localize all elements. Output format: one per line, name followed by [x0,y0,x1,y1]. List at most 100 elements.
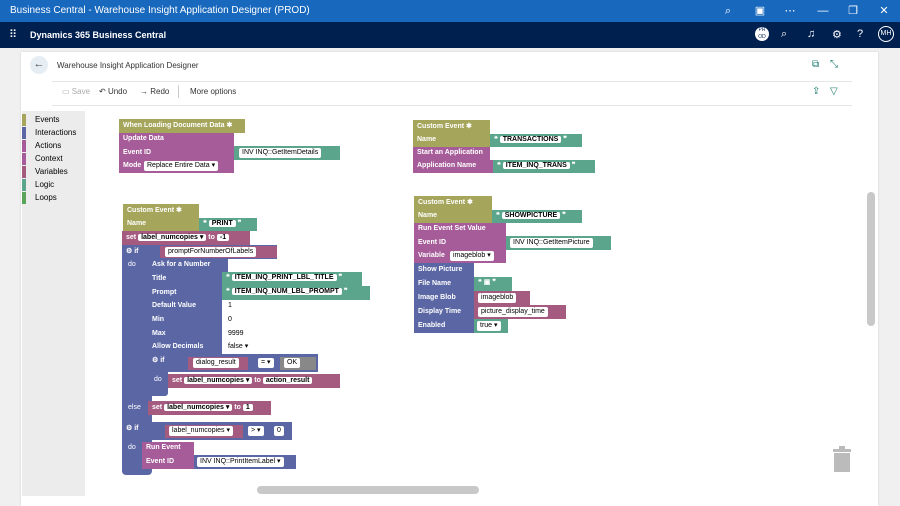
more-options-button[interactable]: More options [190,87,237,96]
set-block[interactable]: set label_numcopies ▾ to -1 [122,231,250,245]
string-block: ❝ ITEM_INQ_PRINT_LBL_TITLE ❞ [222,272,362,286]
block-hat[interactable]: Custom Event ✱ [414,196,492,210]
allow-decimals-dropdown[interactable]: false ▾ [225,342,252,352]
name-field[interactable]: SHOWPICTURE [501,212,561,219]
block-show-picture[interactable]: Show Picture [414,263,474,277]
gear-icon[interactable]: ⚙ [126,425,133,432]
max-field[interactable]: 9999 [225,329,247,339]
set-block[interactable]: set label_numcopies ▾ to 1 [148,401,271,415]
event-id-field[interactable]: INV INQ::GetItemPicture [510,238,593,248]
mode-dropdown[interactable]: Replace Entire Data ▾ [144,161,219,171]
var-dropdown[interactable]: label_numcopies ▾ [169,426,234,436]
display-time-field[interactable]: picture_display_time [478,307,548,317]
block-run-event[interactable]: Run Event [142,442,194,455]
operator-dropdown[interactable]: > ▾ [248,426,264,436]
action-result-field[interactable]: action_result [262,377,313,384]
image-blob-field[interactable]: imageblob [478,293,517,303]
more-icon[interactable]: ⋯ [784,5,796,17]
block-hat[interactable]: Custom Event ✱ [413,120,490,134]
name-field[interactable]: TRANSACTIONS [499,136,562,143]
event-id-dropdown[interactable]: INV INQ::PrintItemLabel ▾ [197,457,284,467]
do-label: do [150,374,168,386]
block-update-data[interactable]: Update Data [119,133,234,146]
set-keyword: set [152,404,163,411]
variable-value: imageblob [453,252,486,259]
avatar[interactable]: MH [878,26,894,42]
undo-button[interactable]: ↶ Undo [99,87,128,96]
to-keyword: to [254,377,261,384]
save-button[interactable]: ▭ Save [62,87,91,96]
app-name-field[interactable]: ITEM_INQ_TRANS [502,162,570,169]
var-dropdown[interactable]: label_numcopies ▾ [164,404,233,411]
horizontal-scrollbar[interactable] [257,486,479,494]
settings-icon[interactable]: ⚙ [832,29,842,41]
var-dropdown[interactable]: label_numcopies ▾ [138,234,207,241]
search-icon[interactable]: ⌕ [781,28,788,40]
prompt-field[interactable]: ITEM_INQ_NUM_LBL_PROMPT [231,288,342,295]
min-field[interactable]: 0 [225,315,235,325]
operator-dropdown[interactable]: = ▾ [258,358,274,368]
if-keyword: if [160,357,165,364]
block-label: Name [413,134,490,147]
redo-button[interactable]: → Redo [140,87,170,96]
default-field[interactable]: 1 [225,301,235,311]
block-hat[interactable]: When Loading Document Data ✱ [119,119,245,133]
set-keyword: set [126,234,137,241]
trash-icon[interactable] [832,446,852,472]
divider [52,81,852,82]
waffle-icon[interactable]: ⠿ [9,29,18,41]
var-value: label_numcopies [172,427,225,434]
event-id-field[interactable]: INV INQ::GetItemDetails [239,148,322,158]
enabled-dropdown[interactable]: true ▾ [477,321,501,331]
category-interactions[interactable]: Interactions [22,127,76,139]
maximize-icon[interactable]: ❐ [848,5,858,17]
dialog-result-field[interactable]: dialog_result [193,358,239,368]
category-actions[interactable]: Actions [22,140,61,152]
number-field[interactable]: -1 [216,234,230,241]
vertical-scrollbar[interactable] [867,192,875,326]
category-variables[interactable]: Variables [22,166,68,178]
title-field[interactable]: ITEM_INQ_PRINT_LBL_TITLE [231,274,337,281]
share-icon[interactable]: ⇪ [812,86,821,97]
open-new-window-icon[interactable]: ⧉ [812,59,820,70]
category-context[interactable]: Context [22,153,63,165]
ok-field[interactable]: OK [284,358,301,368]
block-start-app[interactable]: Start an Application [413,147,490,160]
gear-icon[interactable]: ⚙ [126,248,133,255]
name-field[interactable]: PRINT [208,220,236,227]
to-keyword: to [208,234,215,241]
var-value: label_numcopies [141,234,198,241]
set-block[interactable]: set label_numcopies ▾ to action_result [168,374,340,388]
environment-badge[interactable]: PR OD [755,27,769,41]
block-label: Event ID [119,146,234,160]
category-loops[interactable]: Loops [22,192,57,204]
category-logic[interactable]: Logic [22,179,54,191]
number-field[interactable]: 1 [242,404,253,411]
filter-icon[interactable]: ▽ [830,86,838,97]
toolbox [22,111,85,496]
zoom-icon[interactable]: ⌕ [724,5,732,17]
mode-value: Replace Entire Data [147,162,210,169]
variable-dropdown[interactable]: imageblob ▾ [450,251,494,261]
string-block: ❝ PRINT ❞ [199,218,257,231]
block-label: Event ID [142,455,194,469]
minimize-icon[interactable]: — [817,5,829,17]
help-icon[interactable]: ? [857,28,864,40]
block-label: Display Time [414,305,474,319]
string-block: ❝ ▣ ❞ [474,277,512,291]
collapse-icon[interactable]: ⤡ [830,59,838,70]
block-label: File Name [414,277,474,291]
block-hat[interactable]: Custom Event ✱ [123,204,199,218]
back-button[interactable]: ← [30,56,48,74]
condition-field[interactable]: promptForNumberOfLabels [165,247,257,257]
number-field[interactable]: 0 [274,426,284,436]
app-available-icon[interactable]: ▣ [754,5,766,17]
block-label: Allow Decimals [148,341,222,354]
close-icon[interactable]: ✕ [879,5,889,17]
var-dropdown[interactable]: label_numcopies ▾ [184,377,253,384]
block-run-event-set-value[interactable]: Run Event Set Value [414,223,506,236]
gear-icon[interactable]: ⚙ [152,357,159,364]
block-label: Name [123,218,199,231]
category-events[interactable]: Events [22,114,59,126]
notification-icon[interactable]: ♫ [807,28,816,40]
